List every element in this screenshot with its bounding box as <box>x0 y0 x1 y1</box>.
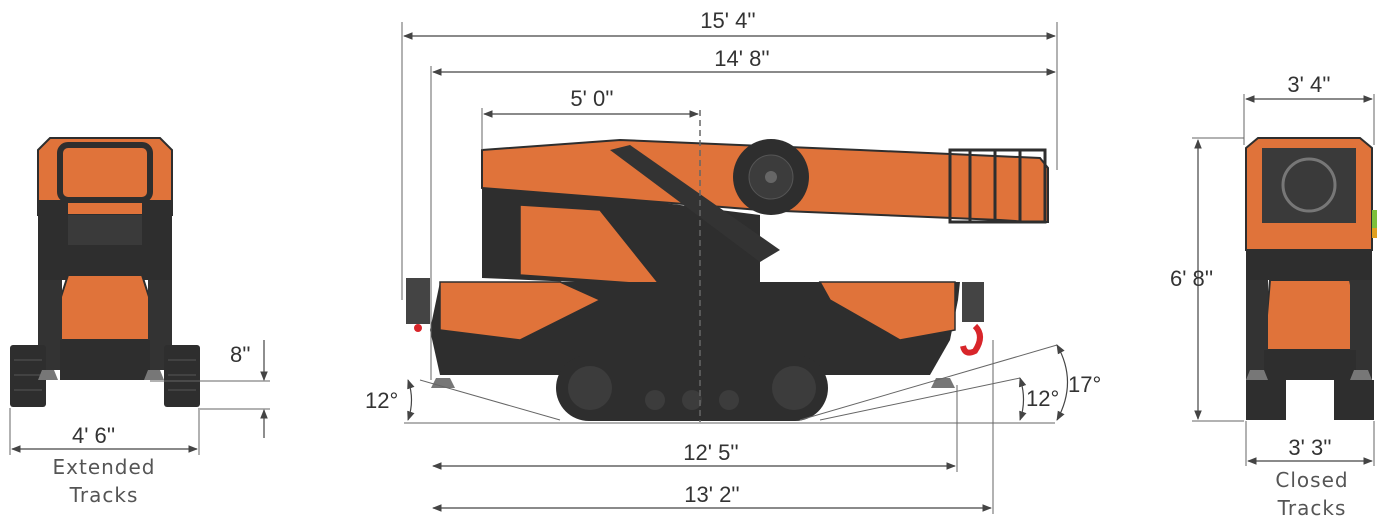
outrigger-span-max-dimension <box>432 340 994 514</box>
angle-right-inner-label: 12° <box>1026 386 1059 411</box>
boom-offset-label: 5' 0'' <box>570 86 613 111</box>
ground-angle-lines <box>404 344 1069 424</box>
overall-height-dimension <box>1192 137 1244 422</box>
angle-left-label: 12° <box>365 388 398 413</box>
front-width-dimension <box>9 408 200 455</box>
overall-length-label: 15' 4'' <box>700 8 755 33</box>
outrigger-span-max-label: 13' 2'' <box>684 482 739 507</box>
body-length-dimension <box>430 66 1056 380</box>
outrigger-span-label: 12' 5'' <box>683 440 738 465</box>
bottom-width-dimension <box>1245 421 1375 466</box>
caption-closed: Closed <box>1275 468 1348 492</box>
front-width-label: 4' 6'' <box>72 423 115 448</box>
top-width-label: 3' 4'' <box>1287 72 1330 97</box>
side-view-crane <box>406 138 1049 421</box>
front-view-extended <box>10 137 200 407</box>
bottom-width-label: 3' 3'' <box>1288 435 1331 460</box>
outrigger-span-dimension <box>432 385 958 472</box>
boom-offset-dimension <box>481 108 699 150</box>
body-length-label: 14' 8'' <box>714 46 769 71</box>
caption-tracks-right: Tracks <box>1277 496 1347 520</box>
overall-length-dimension <box>401 22 1058 300</box>
angle-right-outer-label: 17° <box>1068 372 1101 397</box>
top-width-dimension <box>1243 94 1375 145</box>
caption-tracks-left: Tracks <box>69 483 139 507</box>
overall-height-label: 6' 8'' <box>1170 266 1213 291</box>
front-view-closed <box>1245 137 1377 420</box>
caption-extended: Extended <box>53 455 156 479</box>
front-height-dimension <box>150 340 270 438</box>
front-height-label: 8'' <box>230 342 251 367</box>
